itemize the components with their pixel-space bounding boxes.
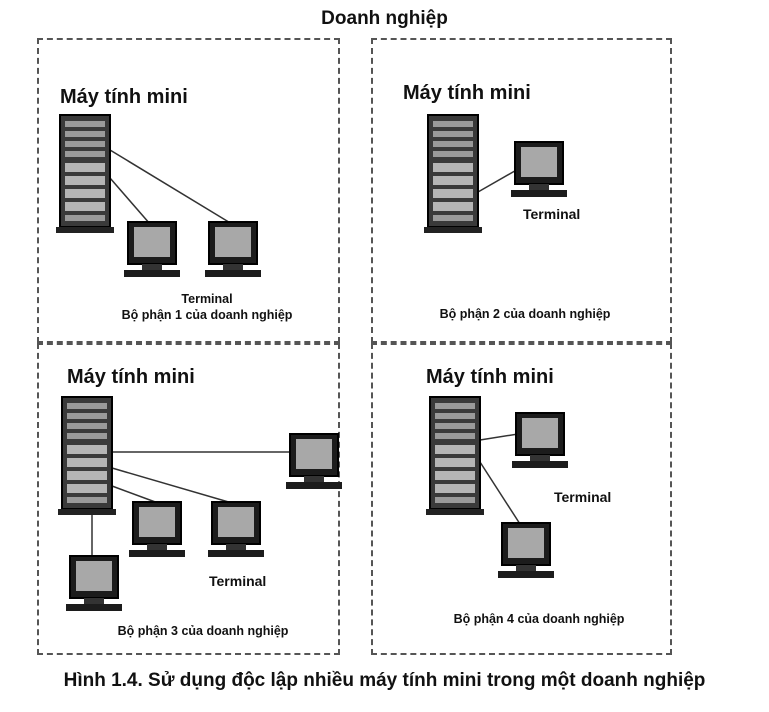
department-box-3 (37, 343, 340, 655)
terminal-monitor-icon (510, 141, 568, 198)
department-box-2 (371, 38, 672, 343)
figure-caption: Hình 1.4. Sử dụng độc lập nhiều máy tính… (63, 670, 706, 691)
terminal-monitor-icon (285, 433, 343, 490)
q2-terminal-label: Terminal (523, 206, 581, 222)
q4-terminal-label: Terminal (554, 489, 612, 505)
q4-department-label: Bộ phận 4 của doanh nghiệp (453, 612, 625, 626)
q1-network (55, 114, 262, 278)
terminal-monitor-icon (128, 501, 186, 558)
q2-department-label: Bộ phận 2 của doanh nghiệp (439, 307, 611, 321)
q3-department-label: Bộ phận 3 của doanh nghiệp (117, 624, 289, 638)
diagram-title: Doanh nghiệp (321, 8, 448, 29)
q3-heading: Máy tính mini (67, 366, 195, 388)
q3-terminal-label: Terminal (209, 573, 267, 589)
terminal-monitor-icon (123, 221, 181, 278)
q2-heading: Máy tính mini (403, 82, 531, 104)
q3-network (57, 396, 343, 612)
server-tower-icon (423, 114, 483, 234)
terminal-monitor-icon (207, 501, 265, 558)
department-box-1 (37, 38, 340, 343)
terminal-monitor-icon (511, 412, 569, 469)
server-tower-icon (425, 396, 485, 516)
department-box-4 (371, 343, 672, 655)
terminal-monitor-icon (65, 555, 123, 612)
terminal-monitor-icon (497, 522, 555, 579)
q4-network (425, 396, 569, 579)
q1-heading: Máy tính mini (60, 86, 188, 108)
terminal-monitor-icon (204, 221, 262, 278)
server-tower-icon (55, 114, 115, 234)
q1-department-label: Bộ phận 1 của doanh nghiệp (121, 308, 293, 322)
q1-terminal-label: Terminal (181, 292, 233, 306)
server-tower-icon (57, 396, 117, 516)
q2-network (423, 114, 568, 234)
q4-heading: Máy tính mini (426, 366, 554, 388)
